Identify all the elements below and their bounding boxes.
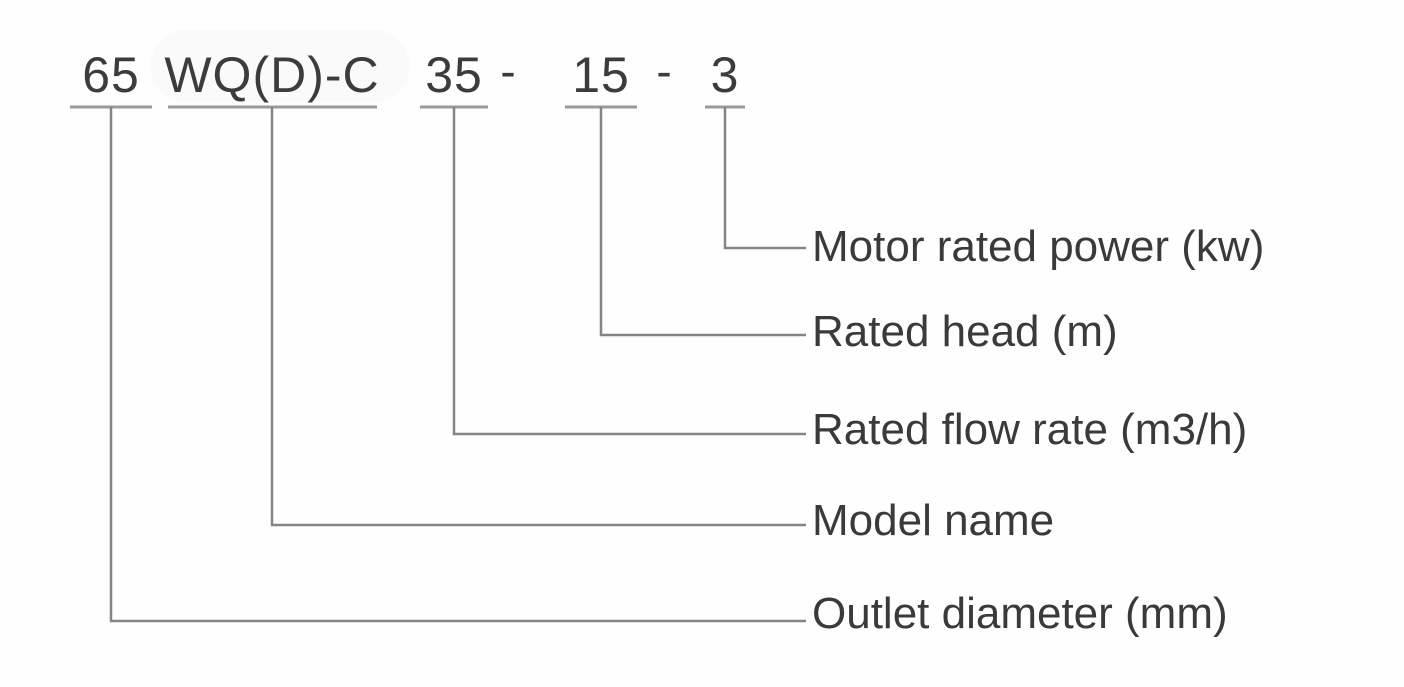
label-rated-flow-rate: Rated flow rate (m3/h) [812,405,1248,454]
leader-lines [109,107,806,623]
leader-outlet-diameter [109,107,806,623]
label-rated-head: Rated head (m) [812,307,1118,356]
code-segment-outlet-diameter: 65 [82,47,140,103]
leader-model-name [270,107,806,527]
code-segment-motor-power: 3 [710,47,740,103]
label-outlet-diameter: Outlet diameter (mm) [812,589,1228,638]
label-motor-rated-power: Motor rated power (kw) [812,222,1265,271]
leader-rated-flow-rate [452,107,806,436]
leader-rated-head [599,107,806,337]
leader-motor-rated-power [723,107,806,250]
code-separator-dash: - [500,45,516,97]
code-segment-model-name: WQ(D)-C [164,47,380,103]
code-segment-flow-rate: 35 [425,47,483,103]
background-highlight [150,30,410,102]
code-separator-dash: - [656,45,672,97]
code-segment-rated-head: 15 [572,47,630,103]
label-model-name: Model name [812,496,1055,545]
